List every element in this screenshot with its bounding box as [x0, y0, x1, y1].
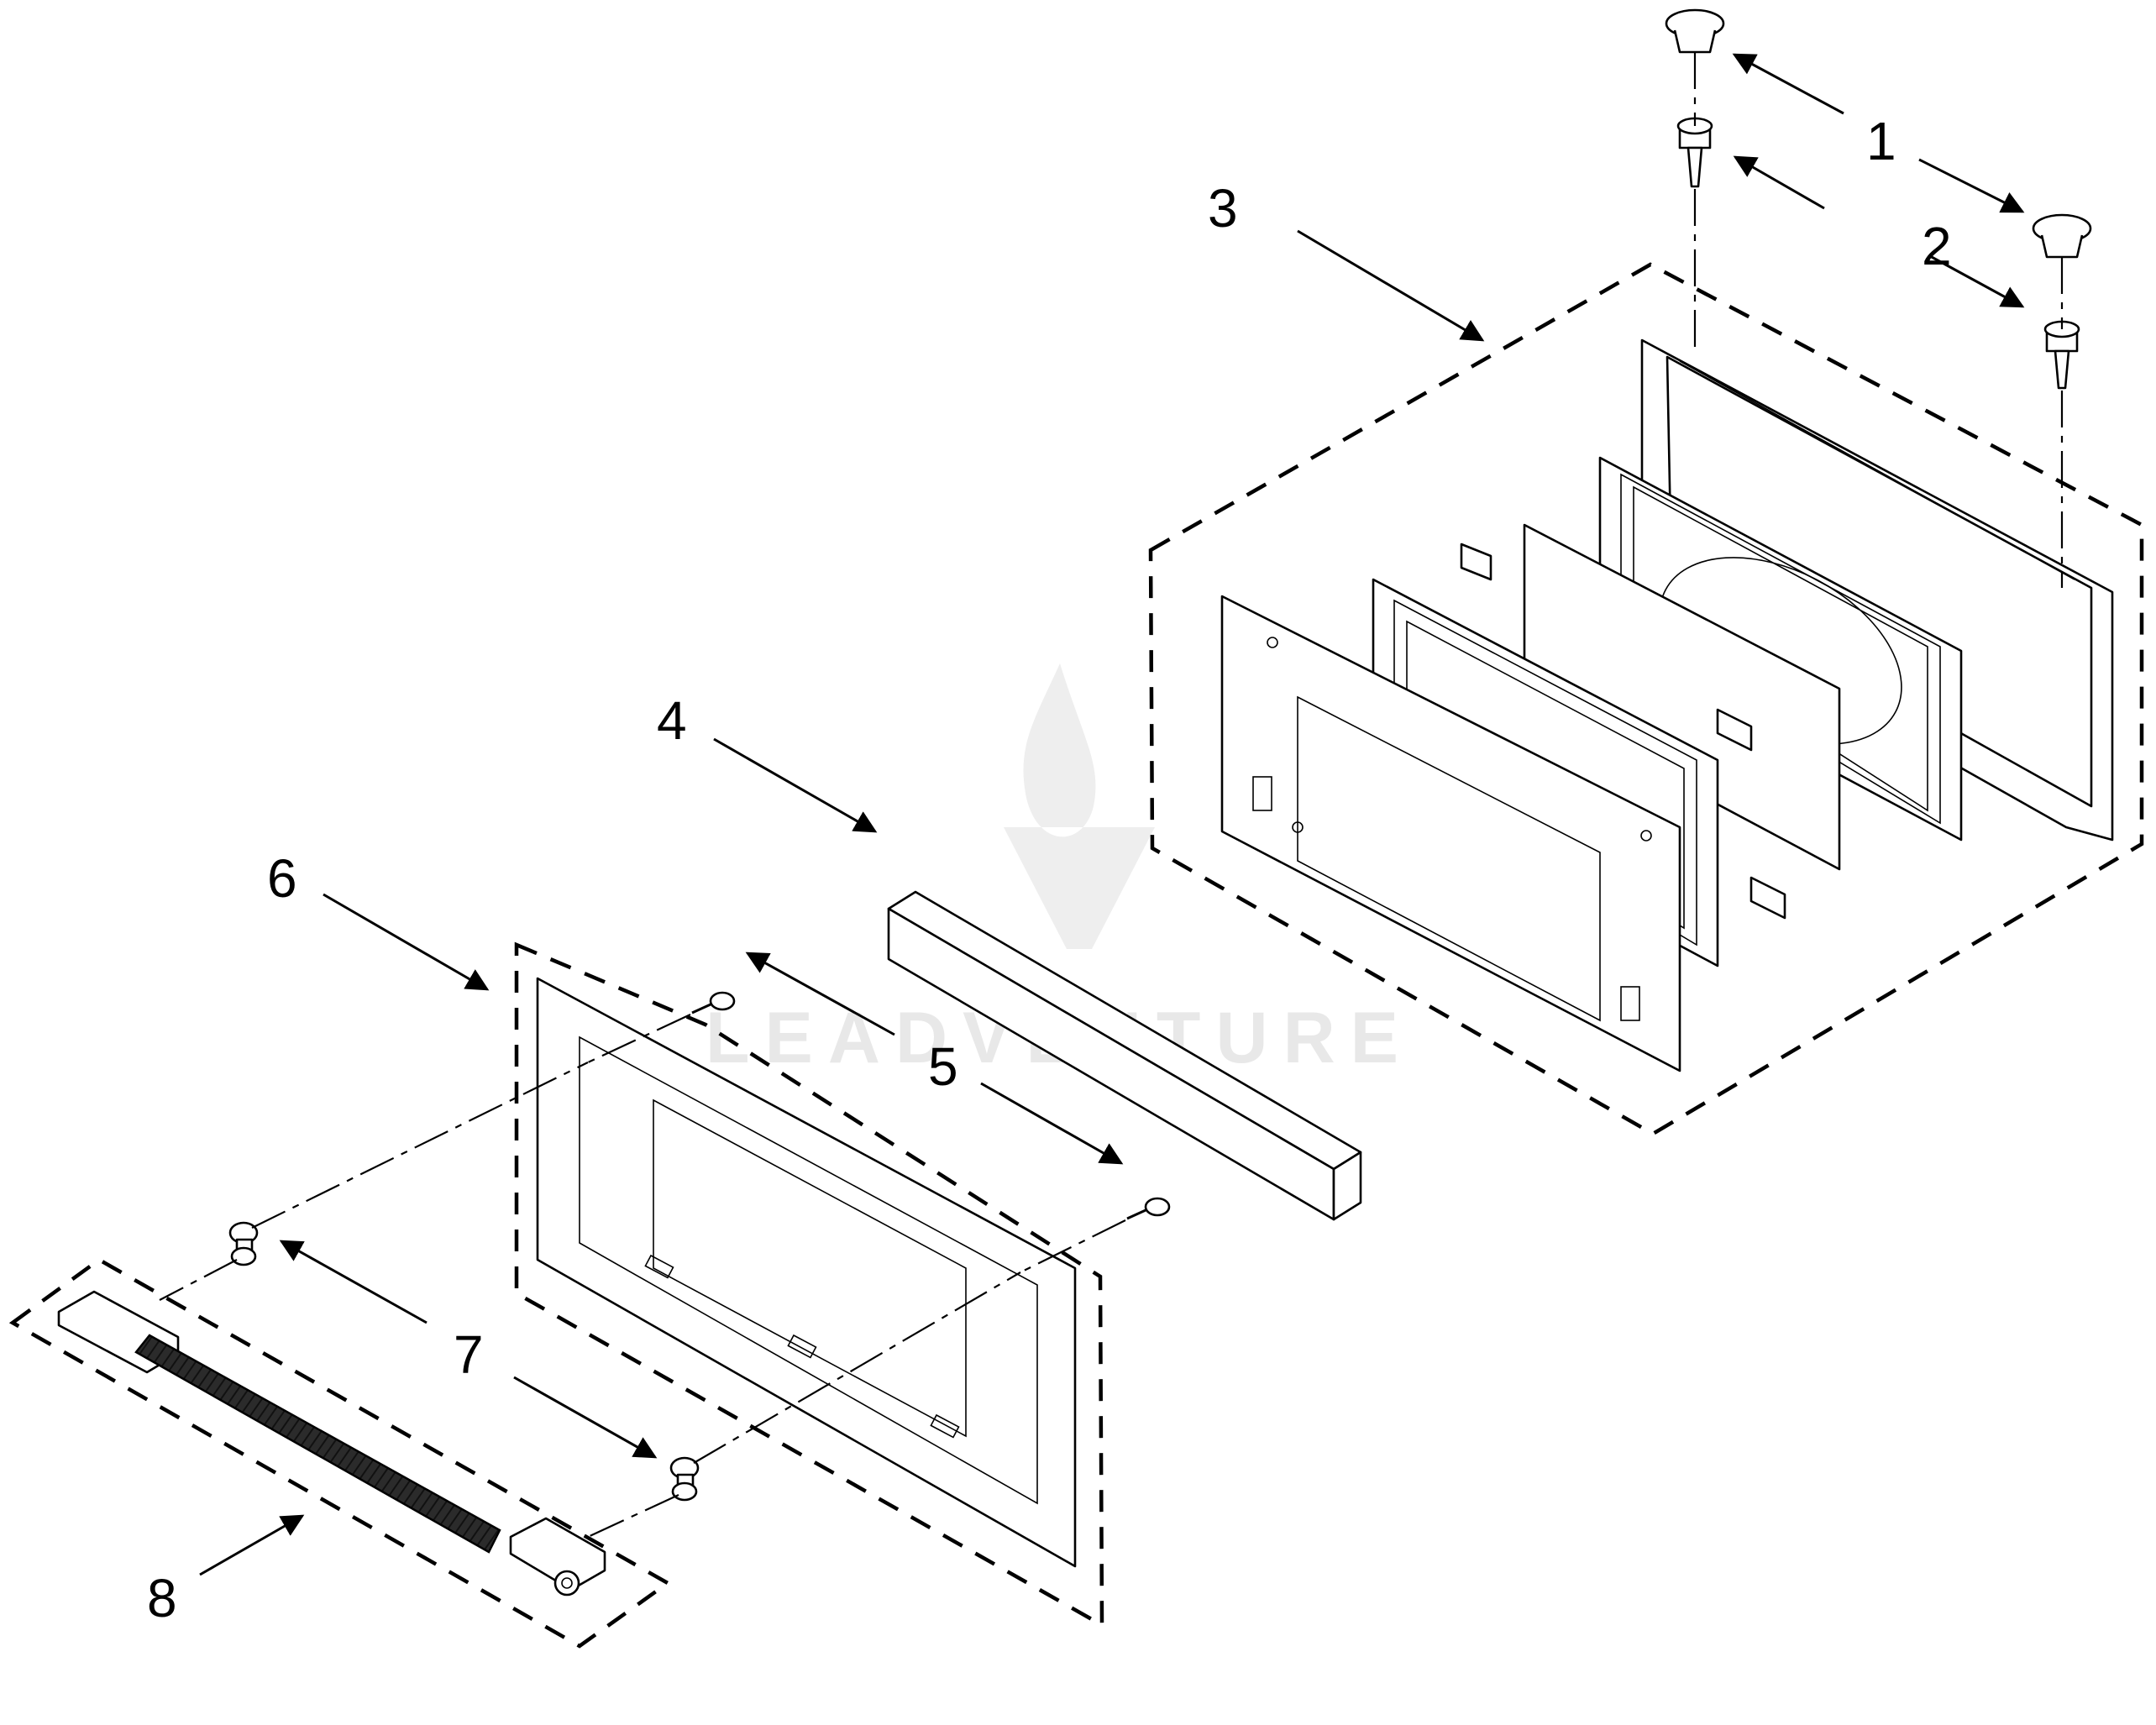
door-glass — [1523, 523, 1841, 871]
pin-upper — [691, 991, 736, 1015]
handle-standoff-lower — [669, 1456, 700, 1502]
screw-top-left — [1676, 117, 1713, 188]
callout-labels: 1 2 3 4 5 6 7 8 — [147, 111, 1952, 1628]
plug-top-left — [1665, 8, 1725, 54]
screw-right — [2043, 320, 2080, 390]
callout-1: 1 — [1866, 111, 1896, 171]
door-choke-frame — [1640, 338, 2114, 842]
callout-2: 2 — [1922, 216, 1952, 276]
door-assembly-dashed-outline — [1148, 262, 2144, 1136]
handle-dashed-outline — [8, 1257, 672, 1649]
door-handle — [57, 1290, 606, 1597]
callout-4: 4 — [657, 690, 687, 751]
pin-lower — [1126, 1197, 1171, 1220]
leader-lines — [199, 53, 2025, 1576]
door-front-panel — [1220, 595, 1681, 1072]
handle-standoff-upper — [228, 1221, 259, 1266]
flame-v-logo-icon — [1004, 663, 1155, 949]
callout-6: 6 — [267, 848, 297, 909]
callout-8: 8 — [147, 1568, 177, 1628]
plug-right — [2032, 213, 2092, 259]
handle-grip — [134, 1334, 501, 1554]
callout-5: 5 — [928, 1036, 958, 1097]
callout-7: 7 — [454, 1324, 484, 1385]
front-panel-dashed-outline — [514, 941, 1104, 1628]
front-glass-panel — [536, 977, 1077, 1568]
choke-bar — [887, 890, 1362, 1221]
callout-3: 3 — [1208, 178, 1238, 239]
